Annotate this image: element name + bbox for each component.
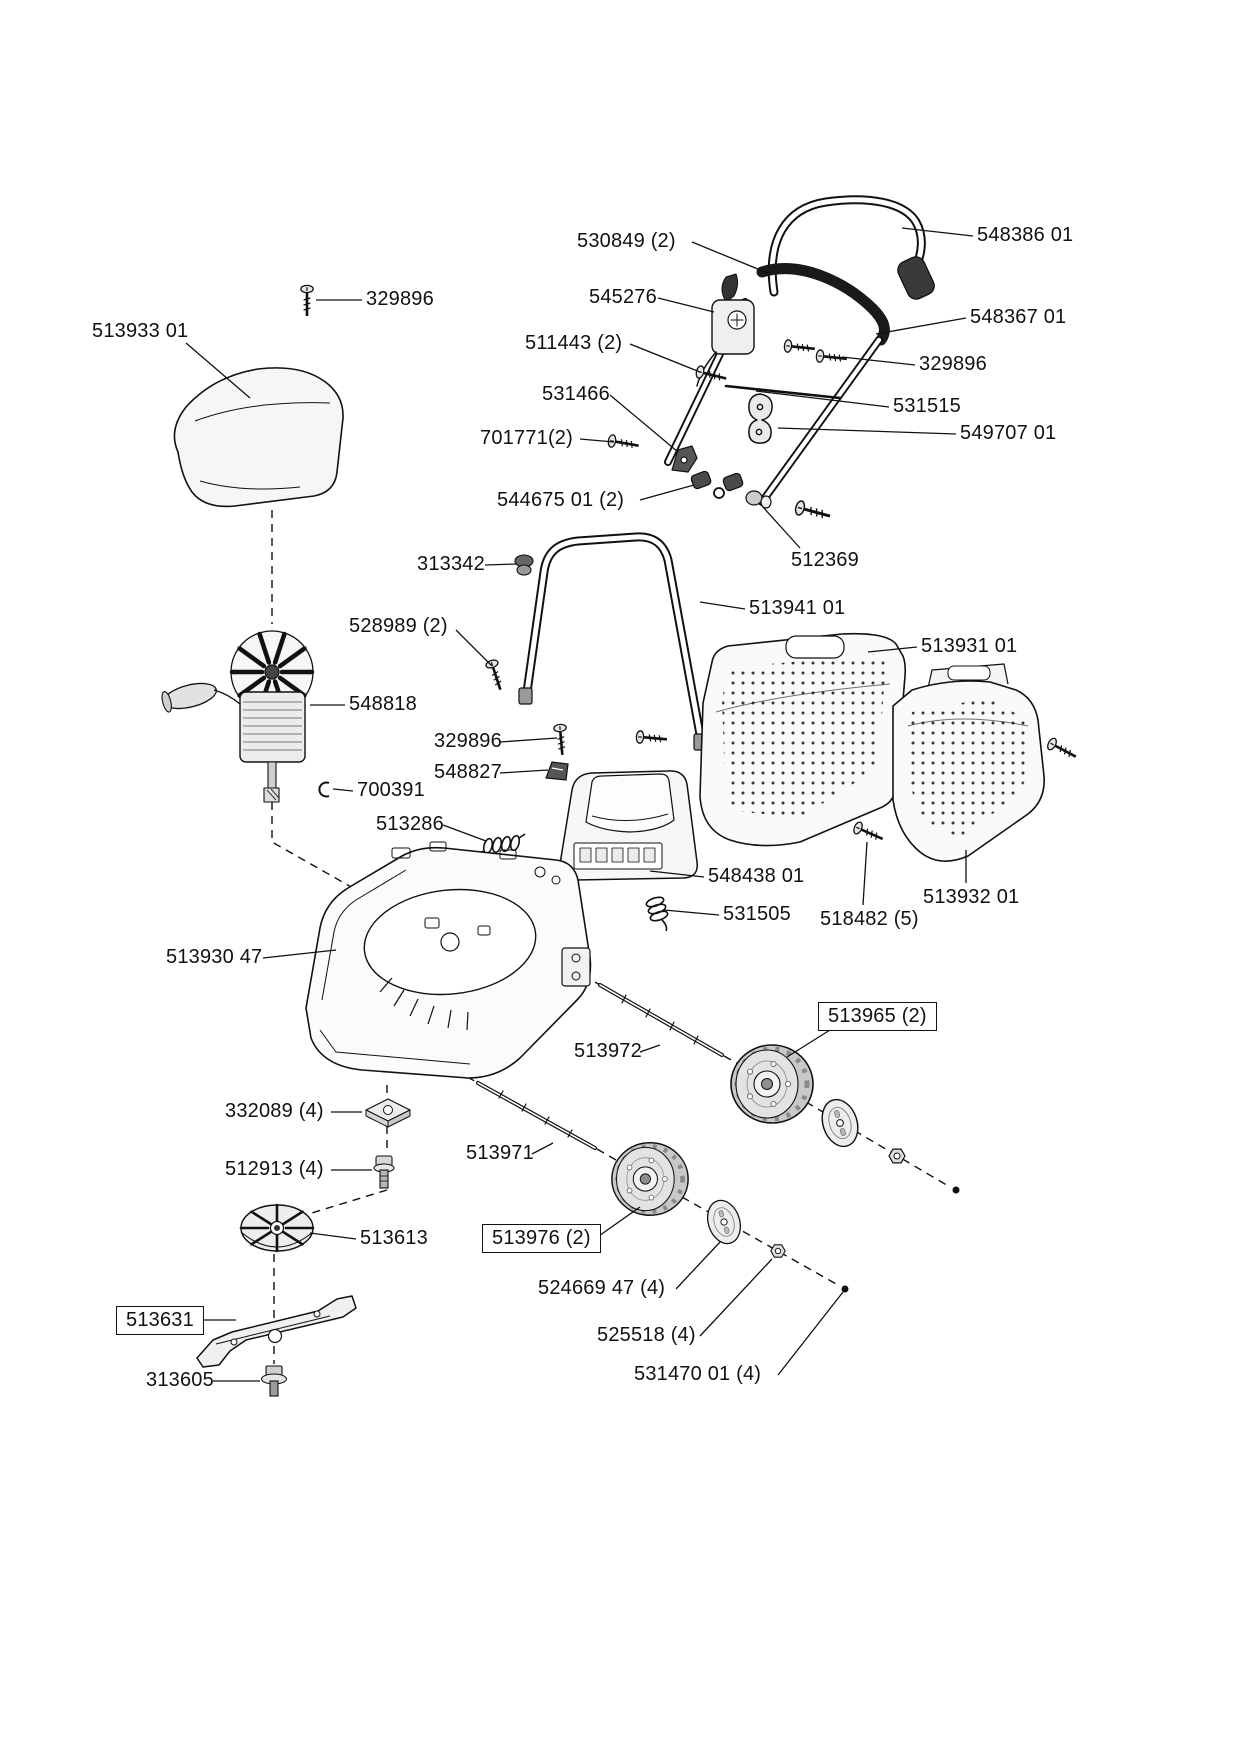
part-label-513930-47: 513930 47 <box>166 946 263 968</box>
part-label-525518: 525518 (4) <box>597 1324 696 1346</box>
part-label-530849: 530849 (2) <box>577 230 676 252</box>
upper-handle-assembly <box>514 195 935 576</box>
spring-531505 <box>645 896 669 932</box>
part-label-513972: 513972 <box>574 1040 642 1062</box>
part-label-524669-47: 524669 47 (4) <box>538 1277 666 1299</box>
part-label-518482: 518482 (5) <box>820 908 919 930</box>
handle-clamps-part <box>690 470 744 499</box>
part-label-513933-01: 513933 01 <box>92 320 189 342</box>
part-label-513965: 513965 (2) <box>818 1002 937 1031</box>
part-label-329896-a: 329896 <box>366 288 434 310</box>
front-axle-part <box>476 1081 597 1150</box>
part-label-313605: 313605 <box>146 1369 214 1391</box>
part-label-528989: 528989 (2) <box>349 615 448 637</box>
part-label-700391: 700391 <box>357 779 425 801</box>
rear-cover-left-part <box>699 632 907 847</box>
part-label-513932-01: 513932 01 <box>923 886 1020 908</box>
part-label-701771: 701771(2) <box>480 427 573 449</box>
grommet-part <box>514 554 534 576</box>
part-label-313342: 313342 <box>417 553 485 575</box>
motor-part <box>161 630 330 803</box>
retainer-clip-part <box>318 781 330 798</box>
part-label-548438-01: 548438 01 <box>708 865 805 887</box>
part-label-531466: 531466 <box>542 383 610 405</box>
part-label-513976: 513976 (2) <box>482 1224 601 1253</box>
switch-housing-part <box>696 273 755 387</box>
part-label-544675-01: 544675 01 (2) <box>497 489 625 511</box>
grip-bar-530849 <box>756 263 890 346</box>
blade-fan-part <box>239 1203 315 1253</box>
handle-end-grip <box>897 256 935 300</box>
square-nut-part <box>365 1098 411 1128</box>
part-label-511443: 511443 (2) <box>525 332 623 354</box>
part-label-549707-01: 549707 01 <box>960 422 1057 444</box>
part-label-548386-01: 548386 01 <box>977 224 1074 246</box>
part-label-513631: 513631 <box>116 1306 204 1335</box>
part-label-329896-c: 329896 <box>434 730 502 752</box>
part-label-548367-01: 548367 01 <box>970 306 1067 328</box>
blade-bolt-part <box>260 1365 288 1397</box>
front-axle-end-dot <box>841 1285 849 1293</box>
part-label-513286: 513286 <box>376 813 444 835</box>
part-label-545276: 545276 <box>589 286 657 308</box>
rear-axle-part <box>598 983 724 1057</box>
rear-cover-right-part <box>892 663 1045 862</box>
deck-part <box>305 841 592 1079</box>
part-label-531505: 531505 <box>723 903 791 925</box>
part-label-329896-b: 329896 <box>919 353 987 375</box>
deck-bolt-part <box>373 1155 395 1189</box>
rear-axle-end-dot <box>952 1186 960 1194</box>
handle-bracket-part <box>671 445 698 473</box>
part-label-513931-01: 513931 01 <box>921 635 1018 657</box>
part-label-512369: 512369 <box>791 549 859 571</box>
part-label-548818: 548818 <box>349 693 417 715</box>
blade-part <box>196 1295 357 1368</box>
part-label-332089: 332089 (4) <box>225 1100 324 1122</box>
top-cover-part <box>173 367 344 508</box>
part-label-531470-01: 531470 01 (4) <box>634 1363 762 1385</box>
cord-cleat-part <box>748 393 773 444</box>
part-label-513613: 513613 <box>360 1227 428 1249</box>
leader-lines <box>185 227 974 1382</box>
cable-rod-part <box>724 384 842 400</box>
part-label-512913: 512913 (4) <box>225 1158 324 1180</box>
lower-handle-part <box>518 532 708 751</box>
cable-clip-part <box>545 761 569 781</box>
part-label-548827: 548827 <box>434 761 502 783</box>
part-label-513941-01: 513941 01 <box>749 597 846 619</box>
spacer-part <box>745 490 772 509</box>
motor-capacitor <box>161 682 217 713</box>
part-label-531515: 531515 <box>893 395 961 417</box>
part-label-513971: 513971 <box>466 1142 534 1164</box>
